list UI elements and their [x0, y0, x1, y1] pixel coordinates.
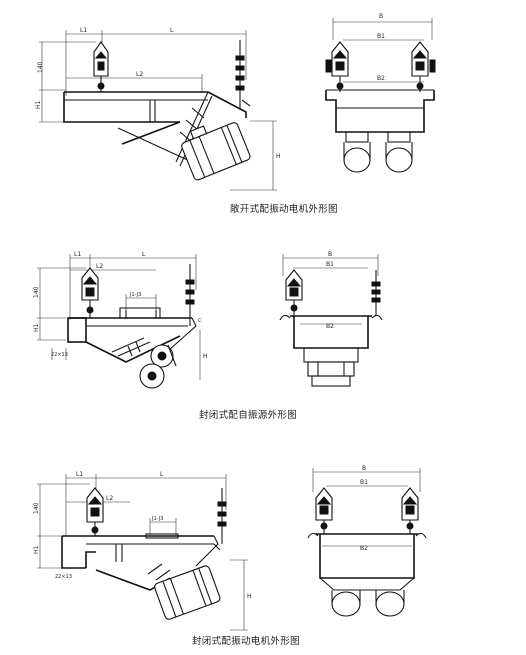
side-dimensions: [37, 254, 201, 380]
figure-closed-vibration-motor: L1 L L2 J1-J3 140 H1 H 22×13: [0, 440, 526, 655]
dim-b: B: [362, 465, 366, 472]
front-view-body: [325, 89, 435, 173]
suspension-rod-right: [185, 264, 195, 326]
dim-flange: 22×13: [51, 352, 68, 358]
dim-h: H: [203, 353, 208, 360]
vibration-motor: [181, 122, 251, 181]
dim-l2: L2: [106, 495, 113, 502]
dim-h2: 140: [33, 286, 40, 298]
suspension-rod-right: [217, 488, 227, 544]
figure-open-vibration-motor: L1 L L2 140 H1 H: [0, 0, 526, 220]
front-hanger-right: [401, 487, 419, 534]
side-dimensions: [37, 474, 248, 631]
self-exciter-unit: [139, 344, 177, 389]
dim-h: H: [276, 153, 281, 160]
front-view-body: [307, 532, 427, 617]
dim-b2: B2: [326, 323, 334, 330]
figure-closed-self-exciter: L1 L L2 J1-J3 140 H1 H C 22×13: [0, 230, 526, 430]
dim-b1: B1: [377, 33, 385, 40]
suspension-hanger-left: [81, 267, 99, 318]
drawing-closed-self-exciter: L1 L L2 J1-J3 140 H1 H C 22×13: [33, 251, 383, 389]
dim-h2: 140: [37, 61, 44, 73]
dim-h1: H1: [35, 100, 42, 109]
dim-l: L: [142, 251, 146, 258]
dim-l2: L2: [96, 263, 103, 270]
dim-c: C: [198, 318, 202, 324]
front-dimensions: [282, 254, 379, 325]
side-view-body: [67, 307, 197, 363]
dim-h1: H1: [33, 545, 40, 554]
dim-b: B: [379, 13, 383, 20]
dim-l1: L1: [80, 27, 87, 34]
dim-b1: B1: [326, 261, 334, 268]
figure-caption-3: 封闭式配振动电机外形图: [192, 636, 300, 647]
dim-b: B: [328, 251, 332, 258]
side-dimensions: [39, 30, 277, 191]
front-hanger-left: [325, 41, 349, 92]
front-dimensions: [332, 18, 433, 83]
dim-b2: B2: [360, 545, 368, 552]
drawing-open-feeder: L1 L L2 140 H1 H: [35, 13, 436, 191]
figure-caption-2: 封闭式配自振源外形图: [199, 410, 298, 421]
dim-b2: B2: [377, 75, 385, 82]
dim-h: H: [247, 593, 252, 600]
suspension-hanger-left: [86, 487, 104, 536]
drawing-closed-vibration-motor: L1 L L2 J1-J3 140 H1 H 22×13: [33, 465, 427, 631]
front-dimensions: [312, 468, 421, 547]
dim-flange: 22×13: [55, 574, 72, 580]
front-view-body: [279, 314, 383, 387]
front-hanger-left: [285, 269, 303, 316]
dim-j: J1-J3: [151, 516, 163, 522]
dim-h2: 140: [33, 502, 40, 514]
dim-b1: B1: [360, 479, 368, 486]
dim-h1: H1: [33, 323, 40, 332]
dim-j: J1-J3: [129, 292, 141, 298]
front-hanger-left: [315, 487, 333, 534]
figure-caption-1: 敞开式配振动电机外形图: [230, 204, 338, 215]
dim-l2: L2: [136, 71, 143, 78]
suspension-hanger-left: [93, 41, 109, 92]
dim-l: L: [160, 471, 164, 478]
suspension-rod-right: [235, 40, 245, 108]
dim-l1: L1: [74, 251, 81, 258]
dim-l1: L1: [76, 471, 83, 478]
vibration-motor: [154, 565, 221, 620]
dim-l: L: [170, 27, 174, 34]
front-hanger-right: [411, 41, 436, 92]
front-rod-right: [371, 270, 381, 316]
